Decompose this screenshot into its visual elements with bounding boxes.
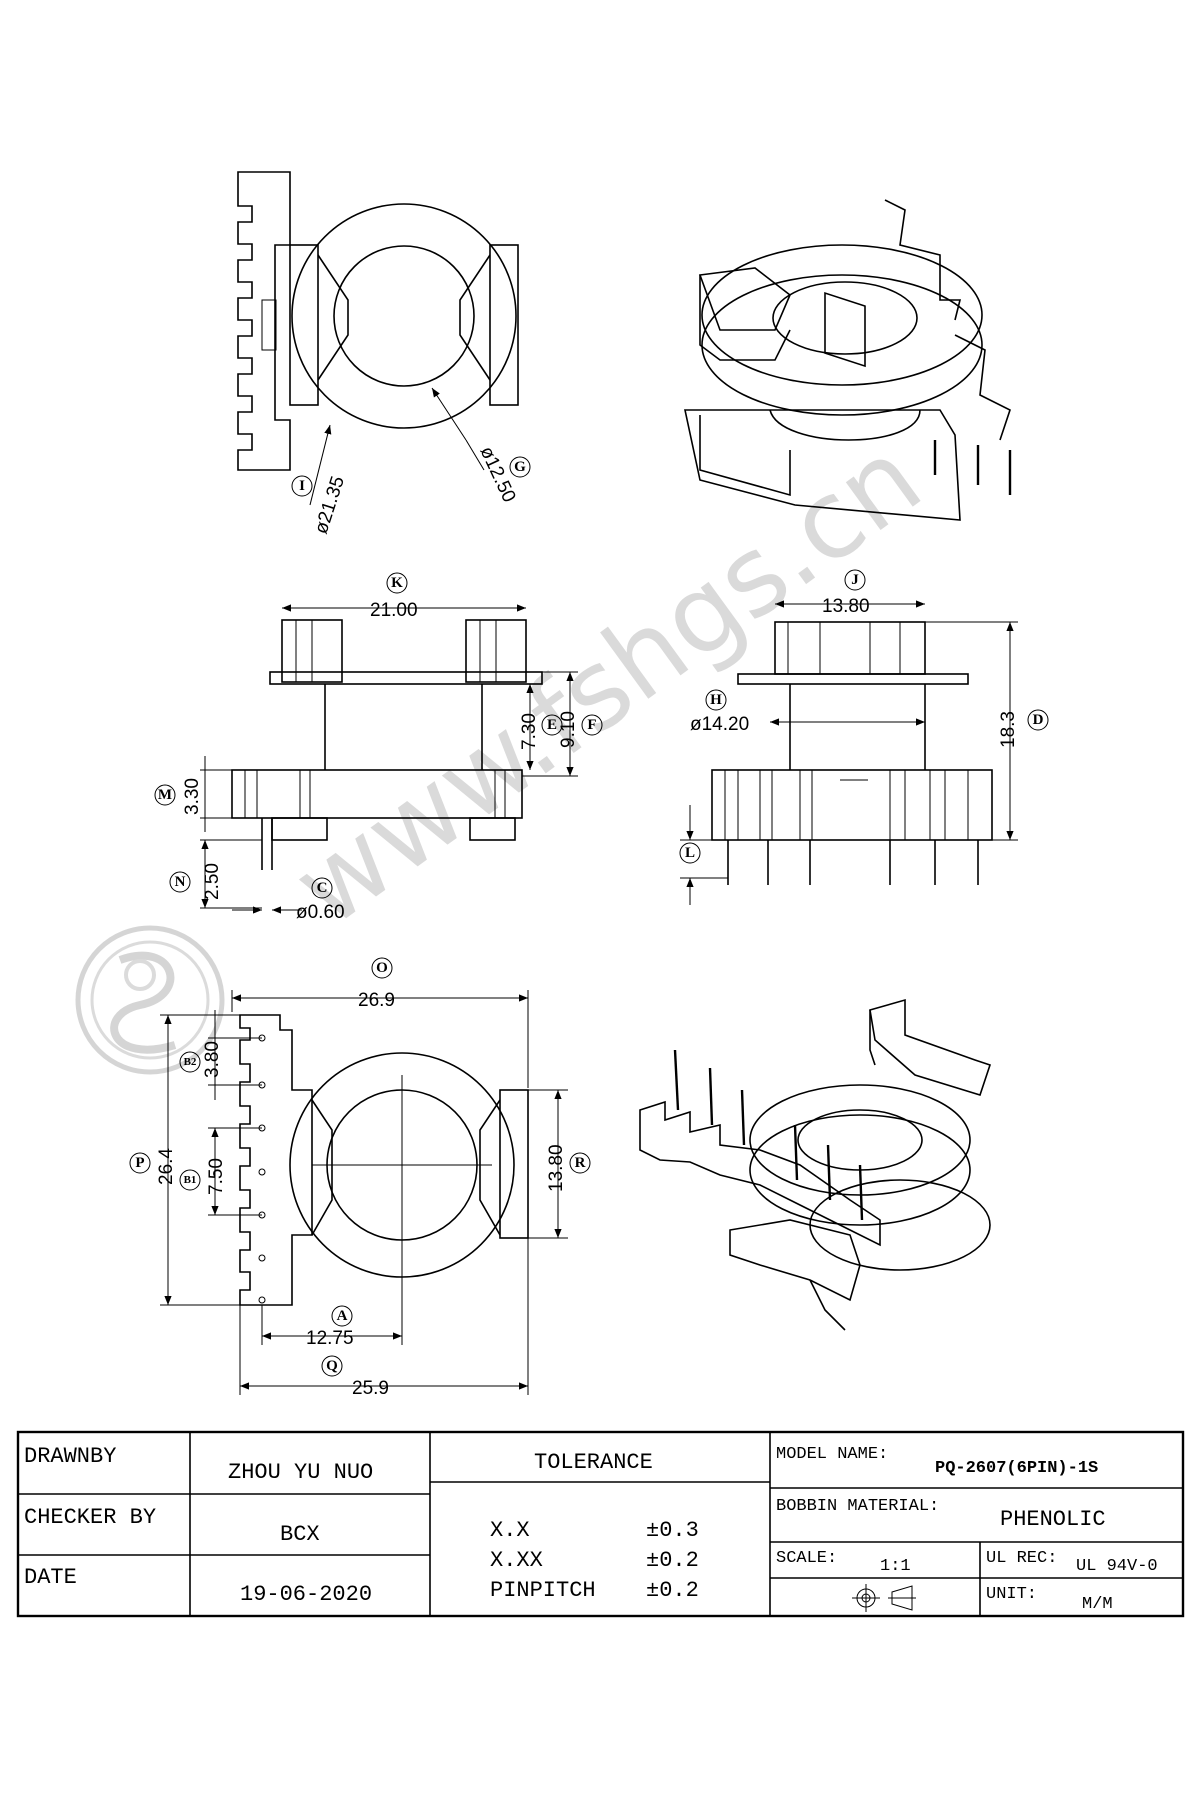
title-block: DRAWNBY ZHOU YU NUO CHECKER BY BCX DATE …: [16, 1430, 1185, 1618]
bottom-view: O 26.9 3.80 B2 7.50 B1 26.4 P 13.80 R: [129, 957, 591, 1399]
watermark: www.fshgs.cn: [75, 415, 943, 1075]
top-view: I ø21.35 G ø12.50: [237, 171, 531, 537]
callout-a-circle: [331, 1305, 353, 1327]
callout-a-letter: A: [337, 1308, 348, 1324]
callout-g-letter: G: [514, 459, 526, 475]
isometric-view-top: [684, 199, 1012, 521]
callout-h-circle: [705, 689, 727, 711]
callout-b1-circle: [179, 1169, 201, 1191]
callout-l-circle: [679, 842, 701, 864]
callout-j-circle: [844, 569, 866, 591]
dim-d-value: 18.3: [998, 711, 1019, 748]
callout-r-letter: R: [575, 1155, 586, 1171]
dim-r-value: 13.80: [546, 1144, 567, 1192]
callout-f-letter: F: [587, 717, 596, 733]
model-value: PQ-2607(6PIN)-1S: [935, 1459, 1098, 1478]
callout-o-circle: [371, 957, 393, 979]
tolerance-label: TOLERANCE: [534, 1450, 653, 1475]
dim-k-value: 21.00: [370, 600, 418, 621]
checker-label: CHECKER BY: [24, 1505, 156, 1530]
dim-i-value: ø21.35: [311, 474, 349, 537]
dim-b2-value: 3.80: [202, 1041, 223, 1078]
dim-c-value: ø0.60: [296, 902, 345, 923]
callout-g-circle: [509, 456, 531, 478]
callout-h-letter: H: [710, 692, 722, 708]
unit-label: UNIT:: [986, 1585, 1037, 1604]
dim-o-value: 26.9: [358, 990, 395, 1011]
checker-value: BCX: [280, 1522, 320, 1547]
ul-rec-label: UL REC:: [986, 1549, 1057, 1568]
dim-p-value: 26.4: [156, 1148, 177, 1185]
callout-j-letter: J: [851, 572, 859, 588]
dim-e-value: 7.30: [519, 713, 540, 750]
date-value: 19-06-2020: [240, 1582, 372, 1607]
callout-i-circle: [291, 475, 313, 497]
dim-j-value: 13.80: [822, 596, 870, 617]
callout-c-letter: C: [317, 880, 328, 896]
date-label: DATE: [24, 1565, 77, 1590]
isometric-view-bottom: [639, 998, 992, 1331]
callout-k-letter: K: [391, 575, 403, 591]
tolerance-value-1: ±0.3: [646, 1518, 699, 1543]
callout-e-letter: E: [547, 717, 557, 733]
material-label: BOBBIN MATERIAL:: [776, 1497, 939, 1516]
tolerance-name-1: X.X: [490, 1518, 530, 1543]
drawn-by-value: ZHOU YU NUO: [228, 1460, 373, 1485]
callout-r-circle: [569, 1152, 591, 1174]
callout-m-circle: [154, 784, 176, 806]
callout-q-circle: [321, 1355, 343, 1377]
watermark-logo: [75, 925, 225, 1075]
callout-n-circle: [169, 871, 191, 893]
side-view-ribs: [724, 770, 969, 840]
dim-q-value: 25.9: [352, 1378, 389, 1399]
material-value: PHENOLIC: [1000, 1507, 1106, 1532]
callout-i-letter: I: [299, 478, 305, 494]
dim-m-value: 3.30: [182, 778, 203, 815]
scale-value: 1:1: [880, 1557, 911, 1576]
model-label: MODEL NAME:: [776, 1445, 888, 1464]
callout-o-letter: O: [376, 960, 388, 976]
callout-d-letter: D: [1033, 712, 1044, 728]
side-view: J 13.80 H ø14.20 18.3 D L: [679, 569, 1049, 905]
dim-h-value: ø14.20: [690, 714, 749, 735]
callout-p-letter: P: [135, 1155, 144, 1171]
callout-l-letter: L: [685, 845, 695, 861]
ul-rec-value: UL 94V-0: [1076, 1557, 1158, 1576]
dim-n-value: 2.50: [202, 863, 223, 900]
callout-f-circle: [581, 714, 603, 736]
tolerance-value-3: ±0.2: [646, 1578, 699, 1603]
callout-n-letter: N: [175, 874, 186, 890]
callout-k-circle: [386, 572, 408, 594]
callout-d-circle: [1027, 709, 1049, 731]
front-view: K 21.00 7.30 E 9.10 F 3.30 M 2.50 N C ø0…: [154, 572, 603, 923]
callout-b1-letter: B1: [184, 1174, 197, 1186]
tolerance-name-3: PINPITCH: [490, 1578, 596, 1603]
projection-symbol-icon: [852, 1584, 916, 1612]
drawn-by-label: DRAWNBY: [24, 1444, 116, 1469]
callout-e-circle: [541, 714, 563, 736]
tolerance-name-2: X.XX: [490, 1548, 543, 1573]
tolerance-value-2: ±0.2: [646, 1548, 699, 1573]
dim-b1-value: 7.50: [206, 1158, 227, 1195]
scale-label: SCALE:: [776, 1549, 837, 1568]
callout-c-circle: [311, 877, 333, 899]
callout-m-letter: M: [158, 787, 172, 803]
unit-value: M/M: [1082, 1595, 1113, 1614]
dim-f-value: 9.10: [558, 711, 579, 748]
callout-p-circle: [129, 1152, 151, 1174]
dim-a-value: 12.75: [306, 1328, 354, 1349]
callout-b2-circle: [179, 1051, 201, 1073]
callout-q-letter: Q: [326, 1358, 338, 1374]
callout-b2-letter: B2: [184, 1056, 197, 1068]
